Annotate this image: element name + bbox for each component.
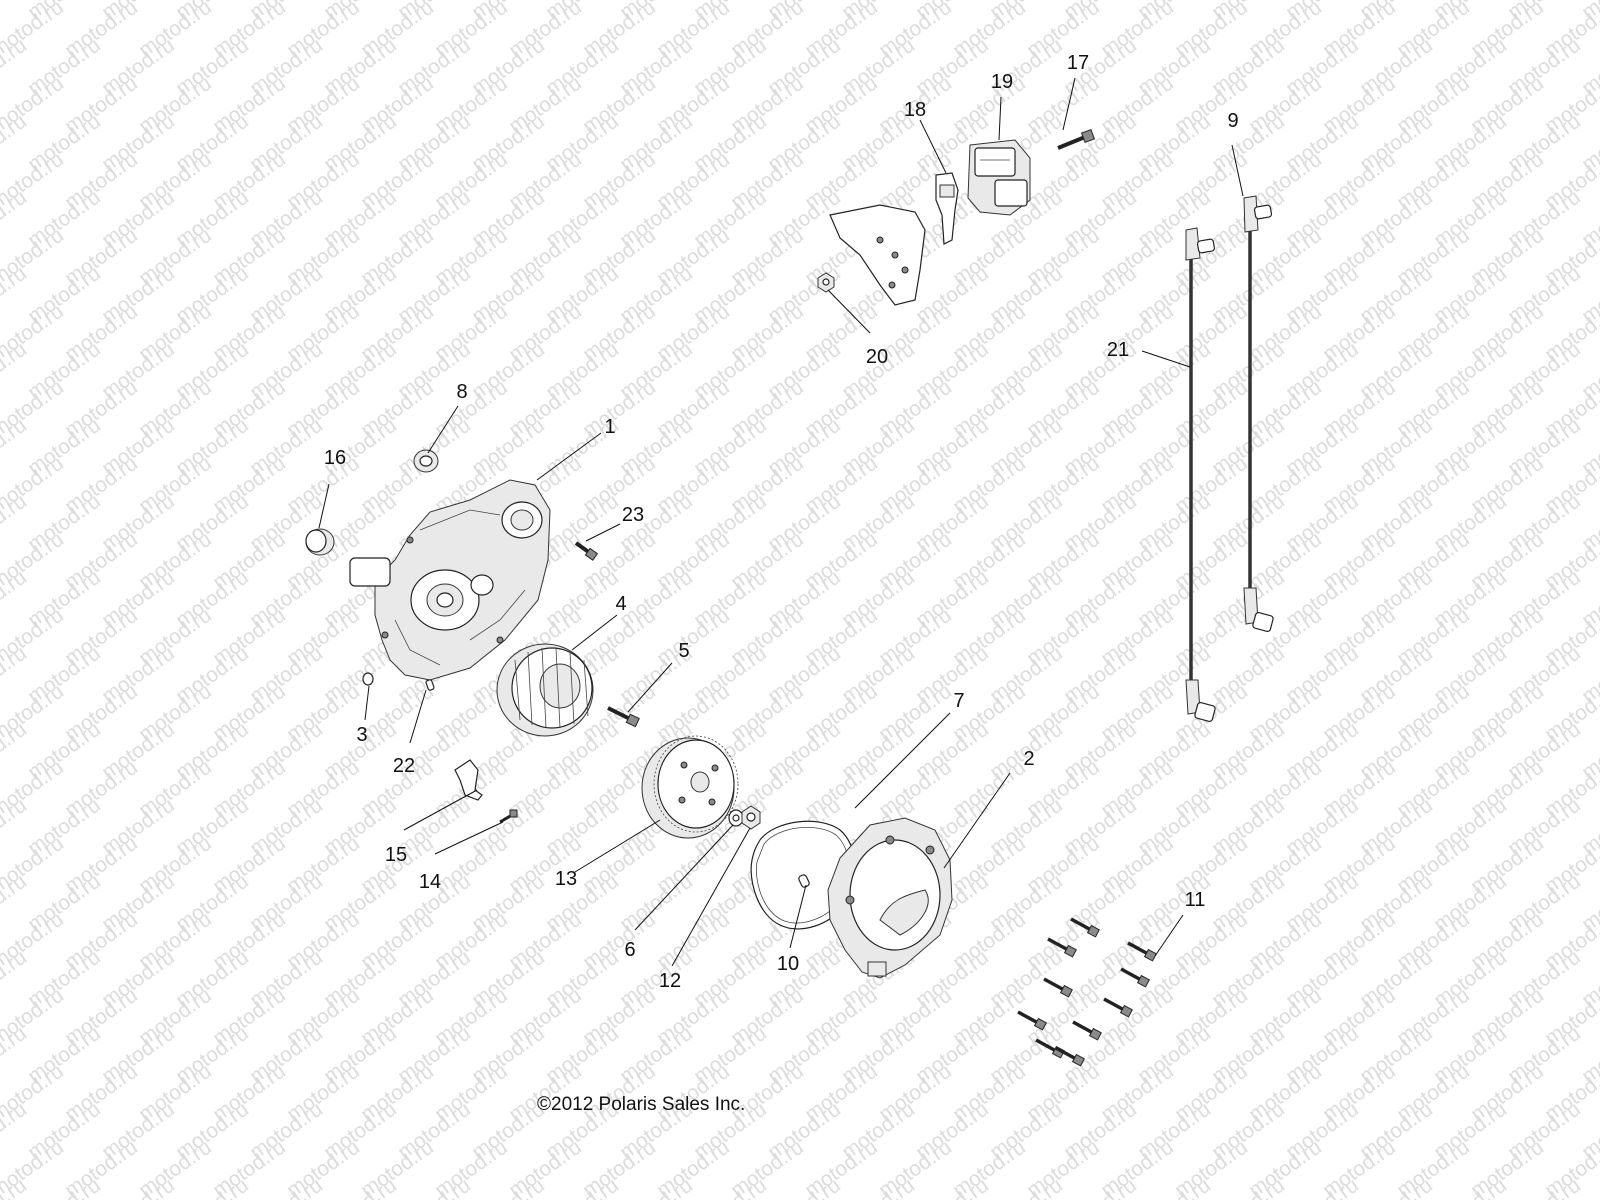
bolt <box>1103 997 1133 1018</box>
part-seal-ring <box>305 528 335 556</box>
callout-21: 21 <box>1107 339 1129 361</box>
callout-18: 18 <box>904 99 926 121</box>
callout-4: 4 <box>615 593 626 615</box>
callout-9: 9 <box>1227 110 1238 132</box>
callout-12: 12 <box>659 970 681 992</box>
callout-13: 13 <box>555 868 577 890</box>
callout-16: 16 <box>324 447 346 469</box>
callout-17: 17 <box>1067 52 1089 74</box>
callout-2: 2 <box>1023 748 1034 770</box>
callout-11: 11 <box>1185 889 1206 911</box>
callout-1: 1 <box>604 416 615 438</box>
callout-6: 6 <box>624 939 635 961</box>
bolt <box>1043 977 1073 998</box>
part-stator <box>496 643 594 737</box>
callout-20: 20 <box>866 346 888 368</box>
callout-5: 5 <box>678 640 689 662</box>
copyright-text: ©2012 Polaris Sales Inc. <box>537 1094 745 1115</box>
callout-10: 10 <box>777 953 799 975</box>
part-ignition-coil <box>967 139 1031 216</box>
part-bearing <box>413 449 439 473</box>
bolt <box>1072 1020 1102 1041</box>
bolt <box>1120 967 1150 988</box>
callout-23: 23 <box>622 504 644 526</box>
callout-15: 15 <box>385 844 407 866</box>
callout-22: 22 <box>393 755 415 777</box>
callout-3: 3 <box>356 724 367 746</box>
callout-8: 8 <box>456 381 467 403</box>
part-bolt-23 <box>574 541 599 561</box>
callout-7: 7 <box>953 690 964 712</box>
part-dowel-small <box>362 672 374 686</box>
callout-14: 14 <box>419 871 441 893</box>
part-washer <box>728 809 744 827</box>
callout-19: 19 <box>991 71 1013 93</box>
